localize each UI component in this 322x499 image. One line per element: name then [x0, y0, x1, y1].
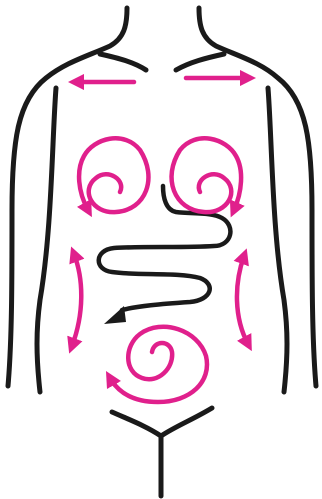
collarbone-left [100, 54, 146, 70]
right-side-arrow [237, 256, 248, 344]
neck-left-line [8, 8, 127, 386]
collarbone-right [176, 54, 224, 70]
torso-outline [8, 8, 316, 496]
neck-right-line [199, 8, 316, 386]
arm-inner-right [268, 88, 287, 392]
upper-left-spiral-arrow [79, 138, 148, 212]
intestine-path [99, 186, 231, 310]
massage-flow-arrows [72, 78, 248, 402]
left-side-arrow [72, 254, 81, 346]
pelvis-line [112, 408, 212, 436]
lower-spiral-arrow [110, 327, 207, 402]
intestine-arrowhead [104, 306, 126, 324]
arm-inner-left [37, 88, 56, 392]
upper-right-spiral-arrow [172, 138, 242, 212]
